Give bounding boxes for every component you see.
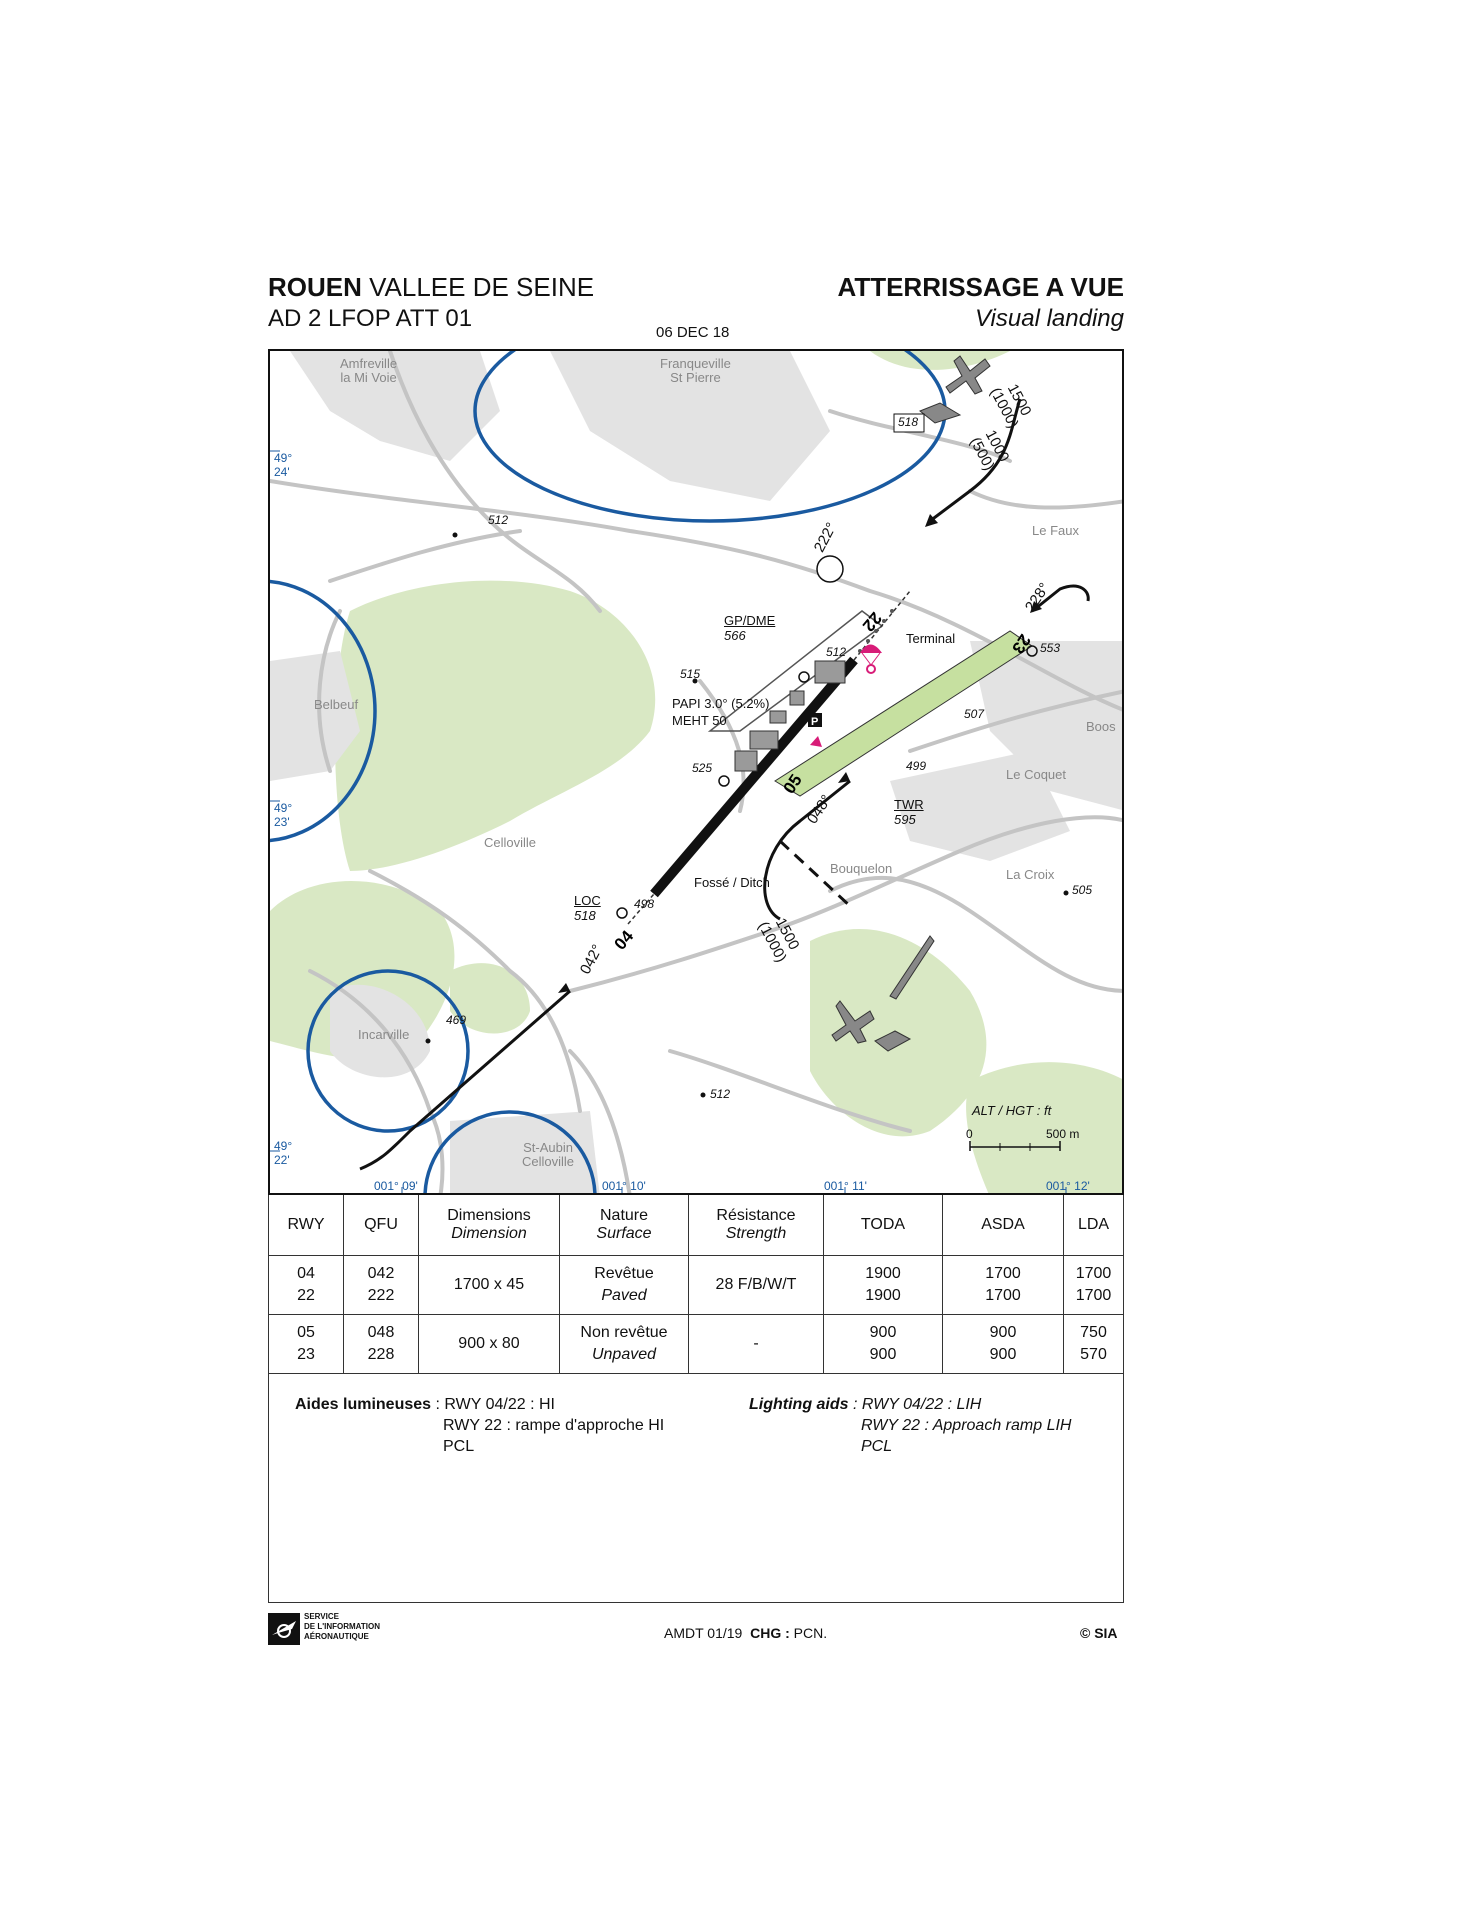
lighting-aids-panel: Aides lumineuses : RWY 04/22 : HI RWY 22… bbox=[268, 1362, 1124, 1603]
aircraft-icons bbox=[831, 355, 991, 1052]
approach-arrowheads bbox=[558, 514, 1042, 993]
scale-bar bbox=[969, 1141, 1061, 1151]
lon-10: 001° 10' bbox=[602, 1179, 646, 1193]
place-celloville: Celloville bbox=[484, 835, 537, 850]
scale-units: ALT / HGT : ft bbox=[972, 1103, 1052, 1118]
runway-04-22 bbox=[650, 656, 858, 898]
elevation-525: 525 bbox=[692, 761, 713, 775]
header-rwy: RWY bbox=[268, 1195, 344, 1256]
chart-date: 06 DEC 18 bbox=[656, 324, 730, 341]
cell-dimensions: 1700 x 45 bbox=[418, 1255, 560, 1315]
lon-12: 001° 12' bbox=[1046, 1179, 1090, 1193]
chart-code: AD 2 LFOP ATT 01 bbox=[268, 305, 473, 332]
elevation-498: 498 bbox=[634, 897, 655, 911]
elevation-518: 518 bbox=[898, 415, 919, 429]
elevation-505: 505 bbox=[1072, 883, 1093, 897]
chart-title: ROUEN VALLEE DE SEINE bbox=[268, 272, 595, 302]
elevation-515: 515 bbox=[680, 667, 701, 681]
elevation-points bbox=[425, 532, 1069, 1098]
place-lacroix: La Croix bbox=[1006, 867, 1055, 882]
lighting-aids-en: Lighting aids : RWY 04/22 : LIH RWY 22 :… bbox=[749, 1396, 1072, 1455]
cell-strength: 28 F/B/W/T bbox=[688, 1255, 824, 1315]
navaid-symbols bbox=[616, 645, 1038, 919]
copyright: © SIA bbox=[1080, 1625, 1118, 1641]
header-qfu: QFU bbox=[343, 1195, 419, 1256]
parking-sign bbox=[808, 713, 822, 727]
lat-24: 49°24' bbox=[274, 451, 293, 479]
scale-zero: 0 bbox=[966, 1127, 973, 1141]
papi-label: PAPI 3.0° (5.2%)MEHT 50 bbox=[672, 696, 770, 728]
place-incarville: Incarville bbox=[358, 1027, 410, 1042]
sia-logo-text: Servicede l'informationaéronautique bbox=[304, 1612, 380, 1641]
amendment: AMDT 01/19 CHG : PCN. bbox=[664, 1625, 828, 1641]
parking-label: P bbox=[811, 716, 818, 728]
elevation-553: 553 bbox=[1040, 641, 1061, 655]
approach-paths bbox=[359, 398, 1090, 1171]
sia-logo-icon bbox=[272, 1621, 296, 1638]
lon-11: 001° 11' bbox=[824, 1179, 867, 1193]
header-toda: TODA bbox=[823, 1195, 943, 1256]
grid-ticks bbox=[270, 450, 1067, 1193]
elevation-512-south: 512 bbox=[710, 1087, 731, 1101]
cell-dimensions: 900 x 80 bbox=[418, 1314, 560, 1374]
lon-09: 001° 09' bbox=[374, 1179, 418, 1193]
parachute-icon bbox=[860, 644, 882, 674]
chart-type-fr: ATTERRISSAGE A VUE bbox=[837, 272, 1124, 302]
elevation-512-north: 512 bbox=[488, 513, 509, 527]
elevation-469: 469 bbox=[446, 1013, 467, 1027]
place-lecoquet: Le Coquet bbox=[1006, 767, 1066, 782]
elevation-499: 499 bbox=[906, 759, 927, 773]
header-asda: ASDA bbox=[942, 1195, 1064, 1256]
place-boos: Boos bbox=[1086, 719, 1116, 734]
aerodrome-map: P 04 22 05 23 bbox=[268, 349, 1124, 1195]
chart-type-en: Visual landing bbox=[974, 305, 1124, 332]
ditch-label: Fossé / Ditch bbox=[694, 875, 770, 890]
elevation-512-airfield: 512 bbox=[826, 645, 847, 659]
runway-04-number: 04 bbox=[611, 926, 638, 953]
runway-22-marker bbox=[816, 555, 844, 583]
sia-logo bbox=[268, 1613, 300, 1645]
map-svg: P 04 22 05 23 bbox=[270, 351, 1122, 1193]
windsock bbox=[810, 736, 822, 747]
place-bouquelon: Bouquelon bbox=[830, 861, 893, 876]
elevation-507: 507 bbox=[964, 707, 985, 721]
glider-path bbox=[778, 839, 852, 908]
terminal-label: Terminal bbox=[906, 631, 956, 646]
urban-areas bbox=[270, 351, 1122, 1193]
scale-distance: 500 m bbox=[1046, 1127, 1080, 1141]
place-lefaux: Le Faux bbox=[1032, 523, 1079, 538]
apron-buildings bbox=[734, 660, 846, 772]
lat-22: 49°22' bbox=[274, 1139, 293, 1167]
lighting-aids-fr: Aides lumineuses : RWY 04/22 : HI RWY 22… bbox=[295, 1396, 665, 1455]
elevation-518-box bbox=[893, 413, 925, 433]
place-belbeuf: Belbeuf bbox=[314, 697, 359, 712]
header-lda: LDA bbox=[1063, 1195, 1124, 1256]
cell-strength: - bbox=[688, 1314, 824, 1374]
lat-23: 49°23' bbox=[274, 801, 293, 829]
